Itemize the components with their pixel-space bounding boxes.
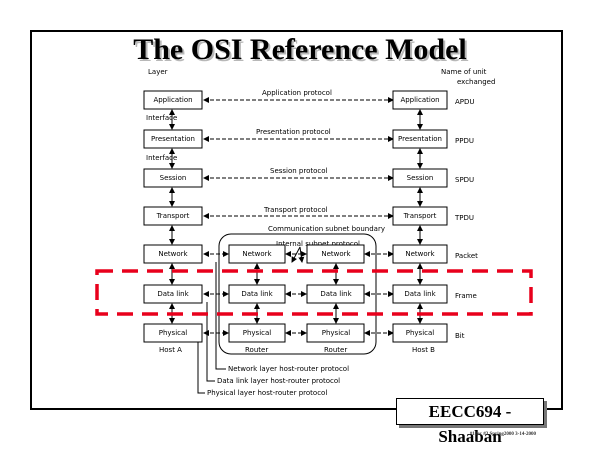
host-a-transport-box: Transport <box>143 206 203 226</box>
svg-text:Transport: Transport <box>403 212 437 220</box>
host-b-label: Host B <box>412 346 435 354</box>
svg-text:Physical: Physical <box>406 329 435 337</box>
router2-network-box: Network <box>306 244 365 264</box>
svg-text:Network: Network <box>405 250 435 258</box>
svg-text:Data link: Data link <box>404 290 436 298</box>
unit-header-line2: exchanged <box>457 78 496 86</box>
host-a-physical-box: Physical <box>143 323 203 343</box>
router1-physical-box: Physical <box>228 323 286 343</box>
svg-text:Network: Network <box>321 250 351 258</box>
host-a-network-box: Network <box>143 244 203 264</box>
host-b-network-box: Network <box>392 244 448 264</box>
svg-text:Presentation: Presentation <box>151 135 195 143</box>
svg-text:Data link: Data link <box>241 290 273 298</box>
protocol-label: Presentation protocol <box>256 128 331 136</box>
svg-text:Session: Session <box>407 174 434 182</box>
svg-text:Application: Application <box>153 96 192 104</box>
router-label: Router <box>324 346 348 354</box>
legend-physical-layer: Physical layer host-router protocol <box>207 389 328 397</box>
host-b-transport-box: Transport <box>392 206 448 226</box>
unit-name: APDU <box>455 98 475 106</box>
host-b-application-box: Application <box>392 90 448 110</box>
unit-name: TPDU <box>455 214 475 222</box>
svg-text:Physical: Physical <box>322 329 351 337</box>
layer-header: Layer <box>148 68 168 76</box>
router1-data-link-box: Data link <box>228 284 286 304</box>
svg-text:Network: Network <box>242 250 272 258</box>
svg-text:Transport: Transport <box>156 212 190 220</box>
svg-text:Data link: Data link <box>320 290 352 298</box>
svg-text:Network: Network <box>158 250 188 258</box>
svg-text:Session: Session <box>160 174 187 182</box>
unit-name: Packet <box>455 252 478 260</box>
host-a-data-link-box: Data link <box>143 284 203 304</box>
unit-name: Frame <box>455 292 477 300</box>
protocol-label: Application protocol <box>262 89 332 97</box>
svg-text:Physical: Physical <box>243 329 272 337</box>
protocol-label: Transport protocol <box>264 206 328 214</box>
router2-data-link-box: Data link <box>306 284 365 304</box>
unit-name: Bit <box>455 332 465 340</box>
host-a-label: Host A <box>159 346 182 354</box>
router1-network-box: Network <box>228 244 286 264</box>
host-a-application-box: Application <box>143 90 203 110</box>
interface-label-1: Interface <box>146 114 178 122</box>
host-b-data-link-box: Data link <box>392 284 448 304</box>
slide-title: The OSI Reference Model <box>133 33 467 66</box>
data-link-highlight <box>95 269 533 316</box>
host-a-presentation-box: Presentation <box>143 129 203 149</box>
subnet-boundary-label: Communication subnet boundary <box>268 225 385 233</box>
unit-name: SPDU <box>455 176 475 184</box>
host-b-presentation-box: Presentation <box>392 129 448 149</box>
legend-data-link-layer: Data link layer host-router protocol <box>217 377 341 385</box>
host-b-session-box: Session <box>392 168 448 188</box>
unit-name: PPDU <box>455 137 474 145</box>
legend-network-layer: Network layer host-router protocol <box>228 365 350 373</box>
internal-subnet-protocol-label: Internal subnet protocol <box>276 240 360 248</box>
router2-physical-box: Physical <box>306 323 365 343</box>
svg-text:Application: Application <box>400 96 439 104</box>
unit-header-line1: Name of unit <box>441 68 487 76</box>
interface-label-2: Interface <box>146 154 178 162</box>
slide-footer: #1 lec #3 Spring2000 3-14-2000 <box>469 432 536 437</box>
svg-text:Presentation: Presentation <box>398 135 442 143</box>
svg-text:Data link: Data link <box>157 290 189 298</box>
svg-text:Physical: Physical <box>159 329 188 337</box>
protocol-label: Session protocol <box>270 167 328 175</box>
host-b-physical-box: Physical <box>392 323 448 343</box>
course-badge: EECC694 - Shaaban <box>396 398 544 446</box>
router-label: Router <box>245 346 269 354</box>
host-a-session-box: Session <box>143 168 203 188</box>
slide-frame <box>30 30 563 410</box>
